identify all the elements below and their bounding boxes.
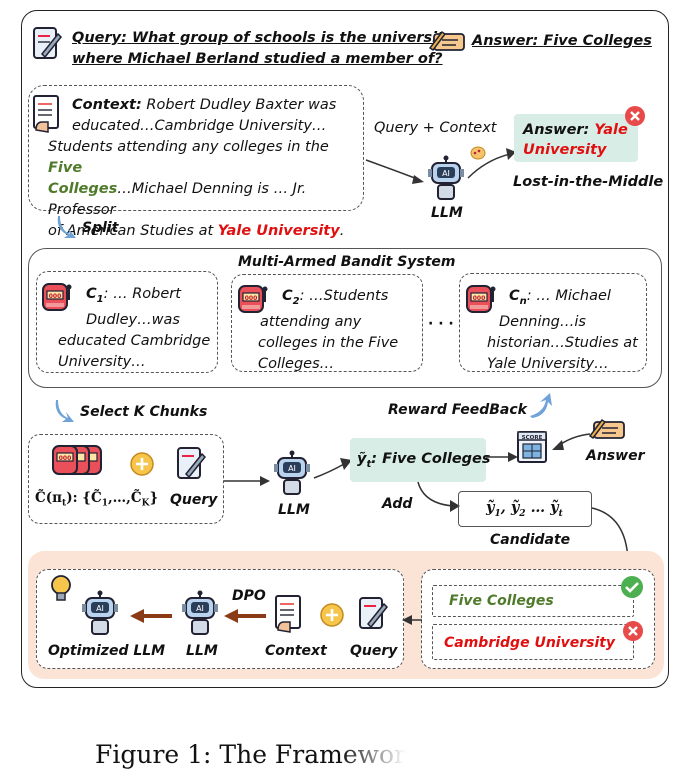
x-icon (622, 620, 644, 642)
slot-machine-icon: 000 (236, 282, 270, 316)
llm-robot-icon: AI (272, 450, 312, 498)
yt-text: ỹt: Five Colleges (357, 451, 491, 470)
lightbulb-icon (50, 574, 72, 604)
yt-box (350, 438, 486, 482)
context-text: Context: Robert Dudley Baxter was educat… (48, 97, 345, 239)
arrow-llm-to-answer (467, 148, 516, 179)
svg-text:000: 000 (245, 295, 258, 302)
answer-label-2: Answer (586, 448, 645, 464)
query-label-2: Query (170, 492, 218, 508)
lost-in-middle-label: Lost-in-the-Middle (513, 174, 664, 190)
answer-pen-icon (428, 28, 466, 52)
answer-top-text: Answer: Five Colleges (472, 33, 652, 49)
arrow-yt-to-candidate (417, 481, 460, 512)
chunk-1-box (36, 271, 218, 373)
arrow-answer-to-score (552, 433, 591, 450)
svg-text:000: 000 (49, 293, 62, 300)
svg-text:AI: AI (288, 464, 296, 473)
llm-label-1: LLM (431, 205, 463, 221)
arrow-llm-to-yt (313, 458, 352, 479)
llm-label-3: LLM (186, 643, 218, 659)
caption-fade (340, 735, 450, 775)
wrong-answer-box (514, 114, 638, 162)
svg-text:AI: AI (96, 604, 104, 613)
selected-chunks-box (28, 434, 224, 524)
figure-frame (21, 10, 669, 688)
score-board-icon: SCORE (516, 430, 548, 464)
optimized-llm-label: Optimized LLM (48, 643, 166, 659)
brown-arrow-2 (224, 609, 266, 623)
reward-arrow-icon (528, 392, 554, 418)
chosen-candidate-text: Five Colleges (449, 593, 554, 609)
answer-pen-icon (588, 414, 626, 440)
chunks-formula: C̃(πt): {C̃1,…,C̃K} (35, 490, 159, 509)
chunk-2-box (231, 274, 423, 372)
check-icon (620, 575, 644, 599)
candidate-label: Candidate (490, 532, 571, 548)
chosen-candidate-box (432, 585, 634, 617)
select-arrow-icon (54, 398, 76, 424)
arrow-yt-to-score (486, 452, 518, 462)
optimized-llm-robot-icon: AI (80, 590, 120, 638)
context-doc-icon (274, 594, 306, 634)
slot-machine-icon: 000 (40, 280, 74, 314)
rejected-candidate-box (432, 624, 634, 660)
llm-robot-icon: AI (180, 590, 220, 638)
llm-robot-icon: AI (426, 155, 466, 203)
query-doc-icon (176, 446, 207, 482)
svg-text:000: 000 (59, 455, 72, 462)
dpo-label: DPO (232, 588, 266, 604)
mab-box (28, 248, 662, 388)
thinking-icon (470, 145, 486, 160)
slot-machine-icon: 000 (464, 282, 498, 316)
context-label: Context (265, 643, 327, 659)
svg-text:AI: AI (442, 169, 450, 178)
wrong-x-icon (624, 105, 646, 127)
arrow-candidates-to-dpo (402, 615, 422, 625)
query-label-3: Query (350, 643, 398, 659)
plus-icon (130, 452, 154, 476)
query-text: Query: What group of schools is the univ… (72, 30, 454, 67)
chunk-n-text: Cn: … Michael Denning…is historian…Studi… (487, 288, 638, 372)
select-k-label: Select K Chunks (80, 404, 208, 420)
context-box (28, 85, 364, 211)
context-doc-icon (32, 94, 64, 134)
mab-title: Multi-Armed Bandit System (238, 254, 456, 270)
query-context-label: Query + Context (374, 120, 497, 136)
svg-text:AI: AI (196, 604, 204, 613)
split-arrow-icon (56, 214, 78, 240)
query-doc-icon (358, 596, 389, 632)
svg-text:000: 000 (473, 295, 486, 302)
chunk-ellipsis: · · · (428, 316, 454, 332)
chunk-n-box (459, 273, 647, 372)
candidate-text: ỹ1, ỹ2 … ỹt (486, 499, 563, 519)
slot-machines-stack-icon: 000 (50, 442, 112, 480)
candidate-box (458, 491, 592, 527)
rejected-candidate-text: Cambridge University (444, 635, 616, 651)
svg-text:SCORE: SCORE (522, 435, 543, 441)
llm-label-2: LLM (278, 502, 310, 518)
arrow-chunks-to-llm (224, 476, 270, 486)
chunk-1-text: C1: … Robert Dudley…was educated Cambrid… (58, 286, 211, 370)
chunk-2-text: C2: …Students attending any colleges in … (258, 288, 399, 372)
split-label: Split (82, 220, 119, 236)
query-doc-icon (32, 26, 63, 62)
brown-arrow-1 (130, 609, 172, 623)
arrow-context-to-llm (365, 159, 424, 184)
plus-icon (320, 603, 344, 627)
add-label: Add (382, 496, 413, 512)
reward-feedback-label: Reward FeedBack (388, 402, 527, 418)
